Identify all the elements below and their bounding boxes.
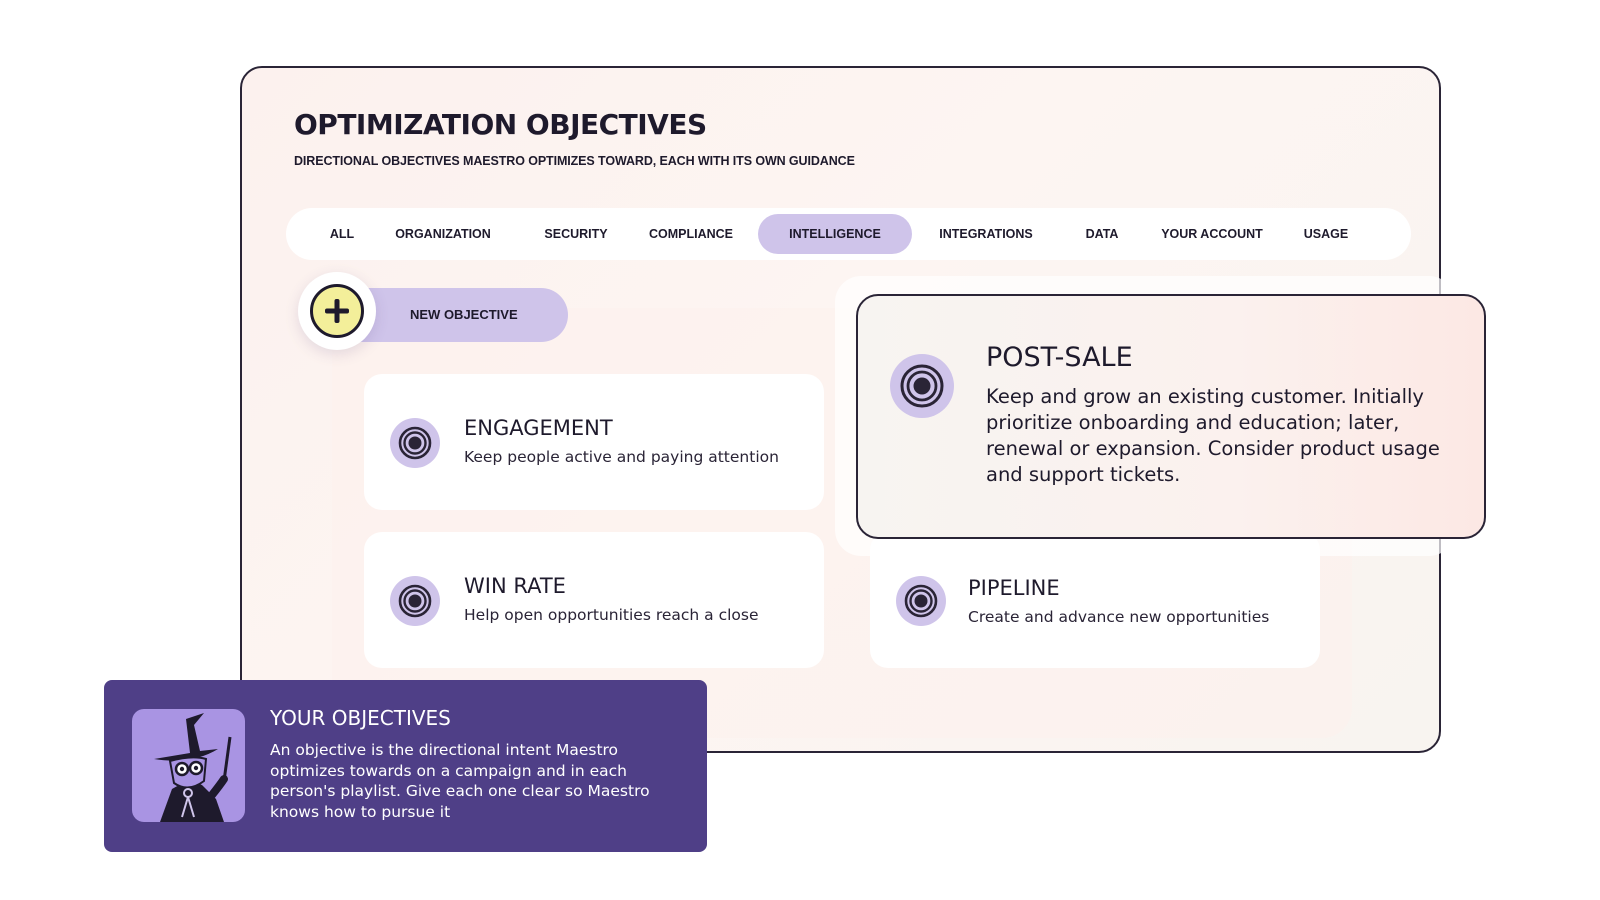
tab-integrations[interactable]: INTEGRATIONS (939, 227, 1033, 241)
featured-objective-title: POST-SALE (986, 342, 1133, 373)
your-objectives-info-box: YOUR OBJECTIVES An objective is the dire… (104, 680, 707, 852)
target-icon (390, 576, 440, 626)
target-icon (390, 418, 440, 468)
objective-description: Help open opportunities reach a close (464, 606, 759, 624)
tab-your-account[interactable]: YOUR ACCOUNT (1161, 227, 1263, 241)
wizard-mascot-icon (132, 709, 245, 822)
tab-data[interactable]: DATA (1085, 227, 1119, 241)
objective-card-engagement[interactable]: ENGAGEMENT Keep people active and paying… (364, 374, 824, 510)
objective-title: PIPELINE (968, 576, 1060, 600)
tab-intelligence[interactable]: INTELLIGENCE (758, 214, 912, 254)
tab-compliance[interactable]: COMPLIANCE (648, 227, 734, 241)
page-subtitle: DIRECTIONAL OBJECTIVES MAESTRO OPTIMIZES… (294, 154, 855, 168)
target-icon (890, 354, 954, 418)
objective-title: ENGAGEMENT (464, 416, 613, 440)
info-text: An objective is the directional intent M… (270, 741, 650, 821)
tab-usage[interactable]: USAGE (1303, 227, 1349, 241)
info-title: YOUR OBJECTIVES (270, 706, 451, 730)
page-title: OPTIMIZATION OBJECTIVES (294, 108, 707, 141)
objective-description: Create and advance new opportunities (968, 608, 1270, 626)
target-icon (896, 576, 946, 626)
objective-card-win-rate[interactable]: WIN RATE Help open opportunities reach a… (364, 532, 824, 668)
featured-objective-description: Keep and grow an existing customer. Init… (986, 385, 1440, 486)
tab-security[interactable]: SECURITY (544, 227, 608, 241)
plus-icon (310, 284, 364, 338)
objective-title: WIN RATE (464, 574, 566, 598)
new-objective-plus-button[interactable] (298, 272, 376, 350)
objective-card-post-sale[interactable]: POST-SALE Keep and grow an existing cust… (856, 294, 1486, 539)
category-tab-bar: ALL ORGANIZATION SECURITY COMPLIANCE INT… (286, 208, 1411, 260)
tab-organization[interactable]: ORGANIZATION (395, 227, 491, 241)
tab-all[interactable]: ALL (329, 227, 355, 241)
new-objective-label: NEW OBJECTIVE (410, 307, 518, 322)
objective-description: Keep people active and paying attention (464, 448, 779, 466)
